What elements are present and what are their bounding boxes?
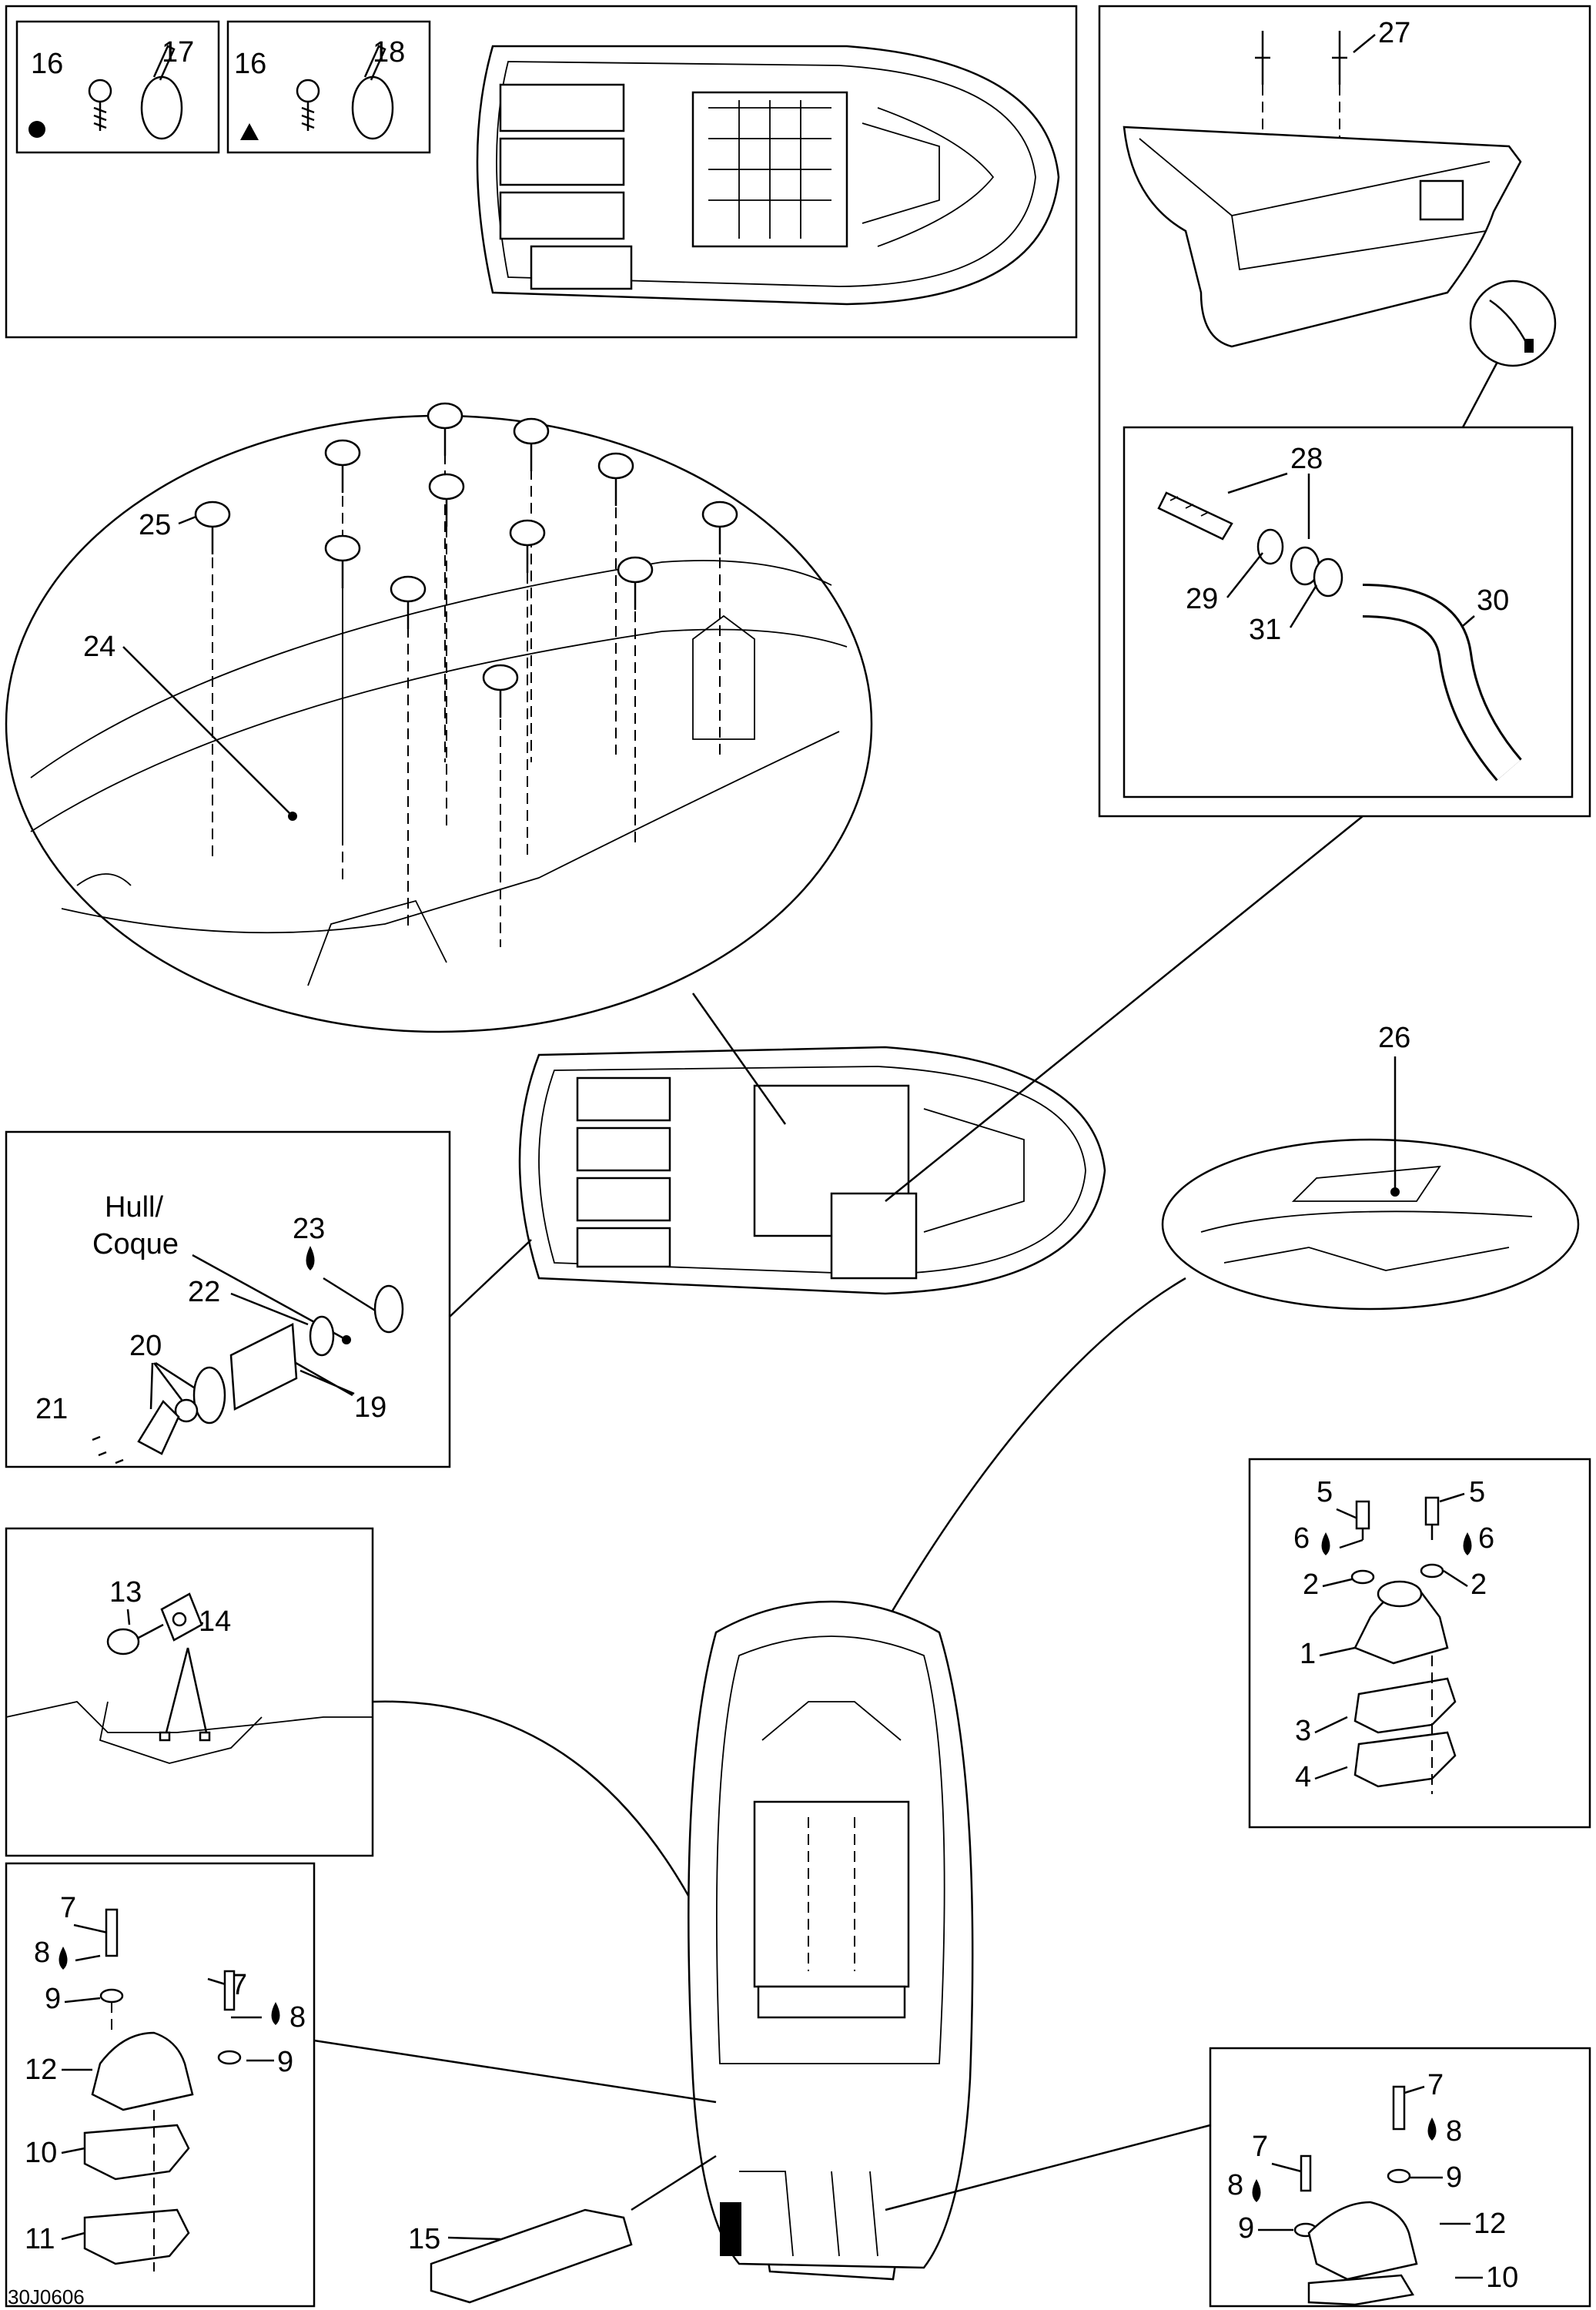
cable-tie-icon: [140, 45, 183, 140]
drop-icon: [1252, 2179, 1261, 2202]
drop-icon: [306, 1246, 315, 1270]
storage-bin-panel: 27 28 29 31: [1098, 5, 1591, 818]
callout-10b: 10: [1486, 2261, 1518, 2294]
drop-icon: [1463, 1532, 1472, 1555]
callout-3: 3: [1295, 1715, 1311, 1747]
callout-11a: 11: [25, 2223, 55, 2255]
callout-22: 22: [188, 1276, 220, 1308]
callout-9a: 9: [45, 1983, 61, 2015]
callout-2a: 2: [1303, 1568, 1319, 1601]
callout-28: 28: [1290, 443, 1323, 475]
callout-19: 19: [354, 1391, 386, 1424]
callout-20: 20: [129, 1330, 162, 1362]
callout-10a: 10: [25, 2137, 57, 2169]
callout-27: 27: [1378, 17, 1410, 49]
callout-9c: 9: [1446, 2161, 1462, 2194]
callout-6a: 6: [1293, 1522, 1310, 1555]
callout-15: 15: [408, 2223, 440, 2255]
hull-center-view: [518, 815, 1363, 1295]
callout-13: 13: [109, 1576, 142, 1609]
callout-4: 4: [1295, 1761, 1311, 1793]
callout-23: 23: [293, 1213, 325, 1245]
callout-7c: 7: [1427, 2069, 1444, 2101]
callout-29: 29: [1186, 583, 1218, 615]
engine-mount-rear-left-panel: 7 8 9 7 8 9 12 10 11: [5, 1862, 717, 2308]
diagram-code: 30J0606: [8, 2285, 85, 2308]
screw-icon: [88, 79, 112, 131]
callout-9b: 9: [277, 2046, 293, 2078]
engine-mount-rear-right: [1293, 2085, 1418, 2306]
callout-30: 30: [1477, 584, 1509, 617]
callout-6b: 6: [1478, 1522, 1494, 1555]
callout-2b: 2: [1471, 1568, 1487, 1601]
hull-top-view: [476, 45, 1060, 306]
drop-icon: [1427, 2118, 1437, 2141]
push-rivets: [194, 402, 738, 947]
engine-mount-front: [1350, 1496, 1457, 1794]
callout-24: 24: [83, 631, 115, 663]
callout-8c: 8: [1446, 2115, 1462, 2148]
callout-26: 26: [1378, 1022, 1410, 1054]
cable-tie-icon: [351, 45, 394, 140]
storage-bin: [1123, 126, 1522, 348]
drain-hose: [1362, 584, 1522, 782]
top-hull-panel: 16 17 16 18: [5, 5, 1078, 339]
callout-7b: 7: [231, 1969, 247, 2001]
legend-box-triangle: [226, 20, 431, 154]
foam-pad: 15: [408, 2154, 717, 2304]
hull-bottom-view: [688, 1600, 974, 2281]
hull-insert-parts: [92, 1284, 404, 1465]
callout-7d: 7: [1252, 2131, 1268, 2163]
screw-icon: [296, 79, 320, 131]
callout-5b: 5: [1469, 1476, 1485, 1508]
drain-detail-circle: [1469, 280, 1557, 367]
legend-b-n1: 16: [234, 48, 266, 80]
drain-fitting: [1157, 491, 1343, 598]
callout-12a: 12: [25, 2054, 57, 2086]
callout-25: 25: [139, 509, 171, 541]
callout-8d: 8: [1227, 2169, 1243, 2201]
legend-a-n1: 16: [31, 48, 63, 80]
callout-8b: 8: [289, 2001, 306, 2034]
hull-insert-panel: Hull/ Coque 23 22 20 19 21: [5, 1130, 532, 1468]
drop-icon: [1321, 1532, 1330, 1555]
callout-31: 31: [1249, 614, 1281, 646]
engine-mount-rear-right-panel: 7 8 9 7 8 9 12 10: [885, 2047, 1591, 2308]
rivet-icon: [1255, 31, 1347, 85]
engine-mount-rear-left: [83, 1908, 242, 2272]
callout-9d: 9: [1238, 2212, 1254, 2245]
engine-mount-front-panel: 5 5 6 6 2 2 1 3 4: [1248, 1458, 1591, 1829]
circle-symbol-icon: [28, 121, 45, 138]
drop-icon: [59, 1947, 68, 1970]
callout-8a: 8: [34, 1937, 50, 1969]
seat-area-detail: 25 24: [5, 402, 873, 1033]
drop-icon: [271, 2002, 280, 2025]
callout-12b: 12: [1474, 2208, 1506, 2240]
bolt-and-nut: [106, 1592, 203, 1656]
callout-21: 21: [35, 1393, 68, 1425]
anchor-panel: 13 14: [5, 1527, 733, 1987]
callout-1: 1: [1300, 1638, 1316, 1670]
triangle-symbol-icon: [240, 123, 259, 140]
callout-5a: 5: [1317, 1476, 1333, 1508]
hull-label-1: Hull/: [105, 1191, 163, 1224]
hull-label-2: Coque: [92, 1228, 179, 1260]
callout-14: 14: [199, 1605, 231, 1638]
callout-7a: 7: [60, 1892, 76, 1924]
legend-box-circle: [15, 20, 220, 154]
